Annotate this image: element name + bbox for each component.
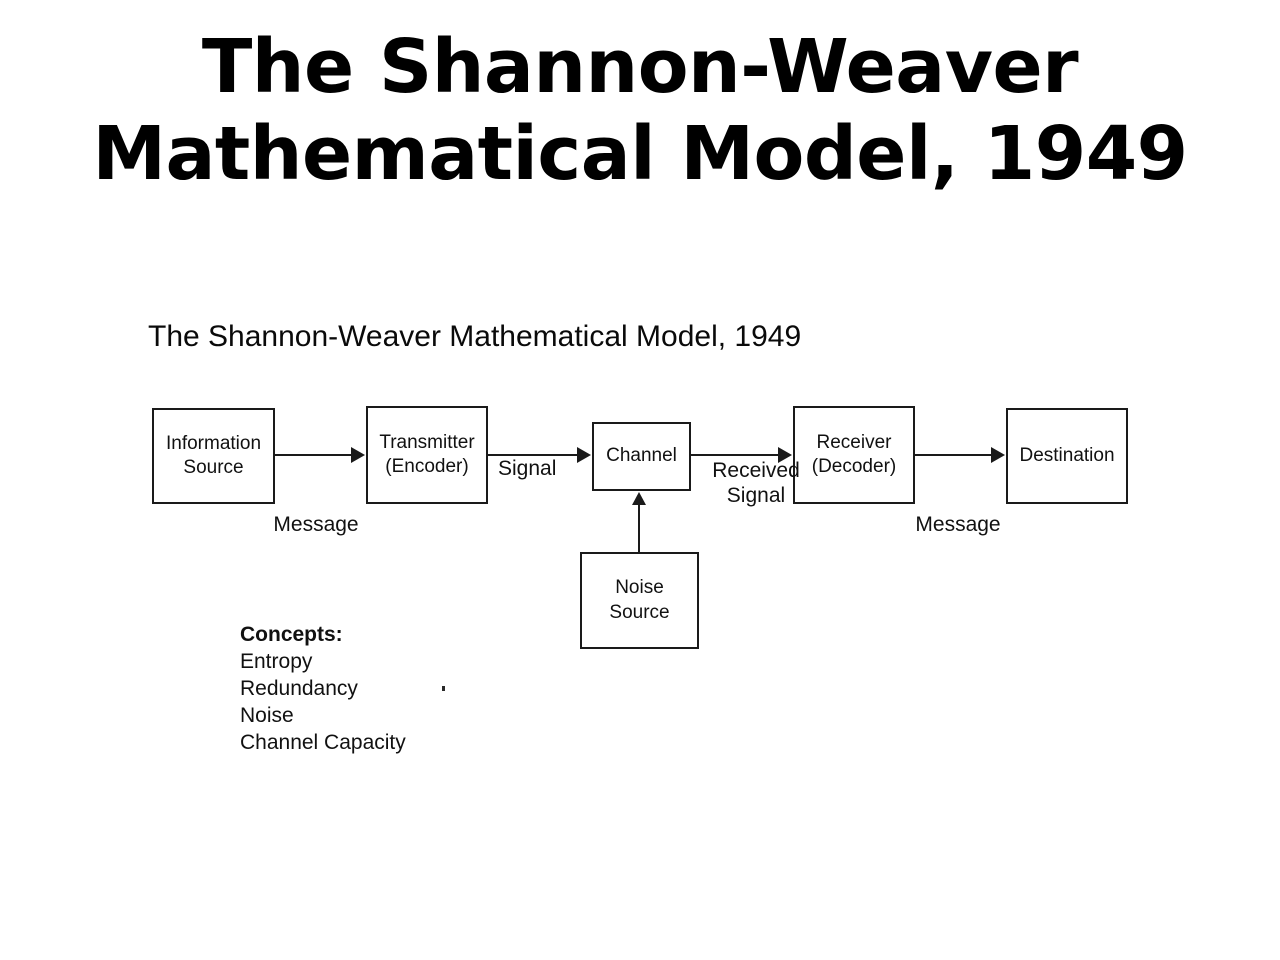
connector-channel-to-receiver [691, 454, 779, 456]
edge-label-signal: Signal [498, 457, 557, 480]
page-title: The Shannon-Weaver Mathematical Model, 1… [0, 24, 1280, 199]
connector-noise-to-channel [638, 504, 640, 553]
diagram-node-destination: Destination [1006, 408, 1128, 504]
edge-label-message-right: Message [915, 513, 1001, 536]
arrow-right-icon [778, 447, 792, 463]
diagram-node-noise-source: Noise Source [580, 552, 699, 649]
arrow-up-icon [632, 492, 646, 505]
page-title-line-1: The Shannon-Weaver [201, 24, 1079, 110]
concept-item-entropy: Entropy [240, 649, 313, 673]
concepts-list: Concepts: Entropy Redundancy Noise Chann… [240, 622, 406, 756]
concepts-heading: Concepts: [240, 623, 343, 646]
page-title-line-2: Mathematical Model, 1949 [92, 111, 1188, 198]
arrow-right-icon [577, 447, 591, 463]
connector-source-to-transmitter [275, 454, 353, 456]
diagram-node-channel: Channel [592, 422, 691, 491]
diagram-node-transmitter: Transmitter (Encoder) [366, 406, 488, 504]
connector-receiver-to-destination [915, 454, 992, 456]
concept-item-noise: Noise [240, 703, 294, 727]
shannon-weaver-diagram: The Shannon-Weaver Mathematical Model, 1… [120, 300, 1160, 780]
edge-label-received-signal: Received Signal [712, 459, 800, 508]
diagram-node-information-source: Information Source [152, 408, 275, 504]
edge-label-message-left: Message [273, 513, 359, 536]
arrow-right-icon [351, 447, 365, 463]
arrow-right-icon [991, 447, 1005, 463]
connector-transmitter-to-channel [488, 454, 578, 456]
concept-item-redundancy: Redundancy [240, 676, 358, 700]
diagram-caption: The Shannon-Weaver Mathematical Model, 1… [148, 320, 802, 353]
scan-artifact-dot [442, 686, 445, 691]
concept-item-channel-capacity: Channel Capacity [240, 730, 406, 754]
diagram-node-receiver: Receiver (Decoder) [793, 406, 915, 504]
